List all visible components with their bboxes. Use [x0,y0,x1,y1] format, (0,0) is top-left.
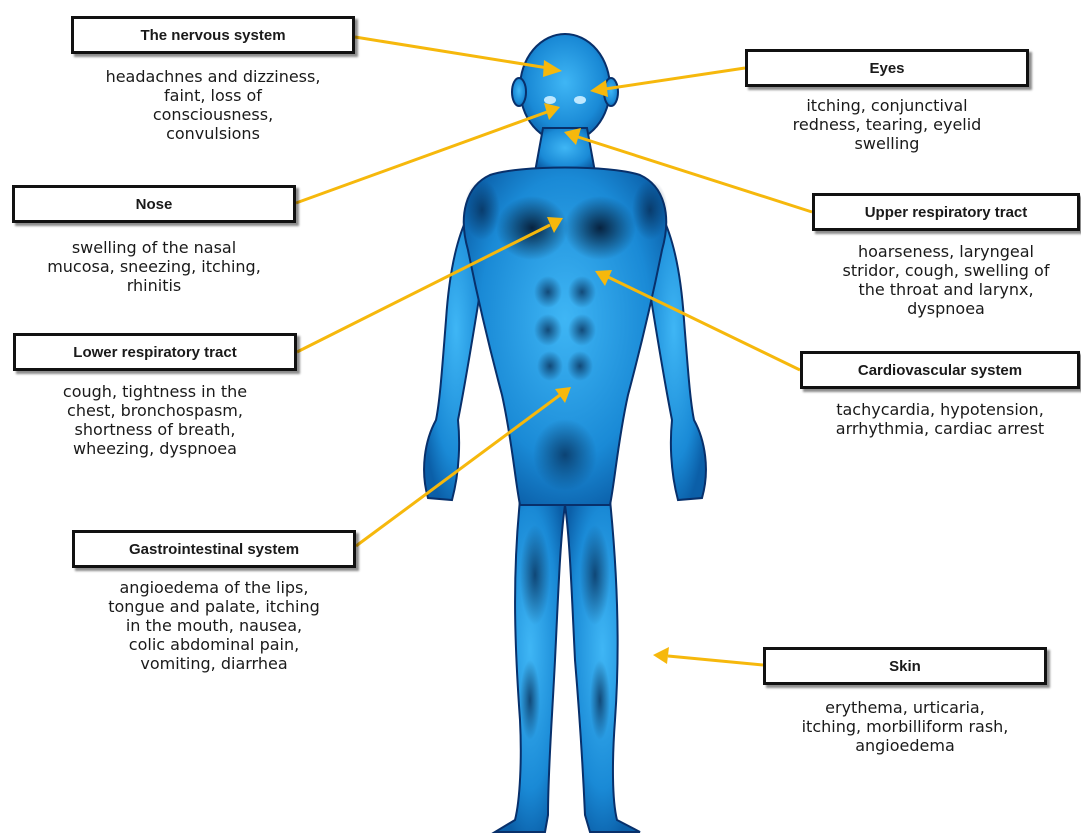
desc-line: in the mouth, nausea, [72,616,356,635]
label-skin: Skin [763,647,1047,685]
neck [535,128,595,172]
label-nervous-system: The nervous system [71,16,355,54]
desc-line: cough, tightness in the [13,382,297,401]
desc-nose: swelling of the nasal mucosa, sneezing, … [12,238,296,295]
label-gastrointestinal: Gastrointestinal system [72,530,356,568]
desc-line: the throat and larynx, [812,280,1080,299]
lower-respiratory-title: Lower respiratory tract [73,344,236,361]
upper-respiratory-title: Upper respiratory tract [865,204,1028,221]
desc-upper-respiratory: hoarseness, laryngeal stridor, cough, sw… [812,242,1080,318]
arrow-skin [653,647,763,665]
eyes-title: Eyes [869,60,904,77]
desc-line: tongue and palate, itching [72,597,356,616]
desc-line: redness, tearing, eyelid [745,115,1029,134]
gastrointestinal-title: Gastrointestinal system [129,541,299,558]
desc-line: angioedema [763,736,1047,755]
desc-line: consciousness, [71,105,355,124]
desc-line: itching, morbilliform rash, [763,717,1047,736]
desc-line: colic abdominal pain, [72,635,356,654]
desc-line: headachnes and dizziness, [71,67,355,86]
desc-line: faint, loss of [71,86,355,105]
label-cardiovascular: Cardiovascular system [800,351,1080,389]
desc-cardiovascular: tachycardia, hypotension, arrhythmia, ca… [800,400,1080,438]
desc-nervous-system: headachnes and dizziness, faint, loss of… [71,67,355,143]
label-lower-respiratory: Lower respiratory tract [13,333,297,371]
nose-title: Nose [136,196,173,213]
desc-line: wheezing, dyspnoea [13,439,297,458]
desc-line: convulsions [71,124,355,143]
desc-line: dyspnoea [812,299,1080,318]
label-nose: Nose [12,185,296,223]
nervous-system-title: The nervous system [140,27,285,44]
desc-gastrointestinal: angioedema of the lips, tongue and palat… [72,578,356,673]
desc-line: chest, bronchospasm, [13,401,297,420]
desc-line: hoarseness, laryngeal [812,242,1080,261]
desc-line: angioedema of the lips, [72,578,356,597]
desc-line: vomiting, diarrhea [72,654,356,673]
desc-skin: erythema, urticaria, itching, morbillifo… [763,698,1047,755]
desc-line: swelling [745,134,1029,153]
desc-line: erythema, urticaria, [763,698,1047,717]
desc-line: swelling of the nasal [12,238,296,257]
desc-line: rhinitis [12,276,296,295]
desc-line: stridor, cough, swelling of [812,261,1080,280]
label-upper-respiratory: Upper respiratory tract [812,193,1080,231]
desc-lower-respiratory: cough, tightness in the chest, bronchosp… [13,382,297,458]
desc-line: tachycardia, hypotension, [800,400,1080,419]
desc-line: mucosa, sneezing, itching, [12,257,296,276]
desc-line: shortness of breath, [13,420,297,439]
desc-eyes: itching, conjunctival redness, tearing, … [745,96,1029,153]
label-eyes: Eyes [745,49,1029,87]
desc-line: arrhythmia, cardiac arrest [800,419,1080,438]
cardiovascular-title: Cardiovascular system [858,362,1022,379]
skin-title: Skin [889,658,921,675]
desc-line: itching, conjunctival [745,96,1029,115]
